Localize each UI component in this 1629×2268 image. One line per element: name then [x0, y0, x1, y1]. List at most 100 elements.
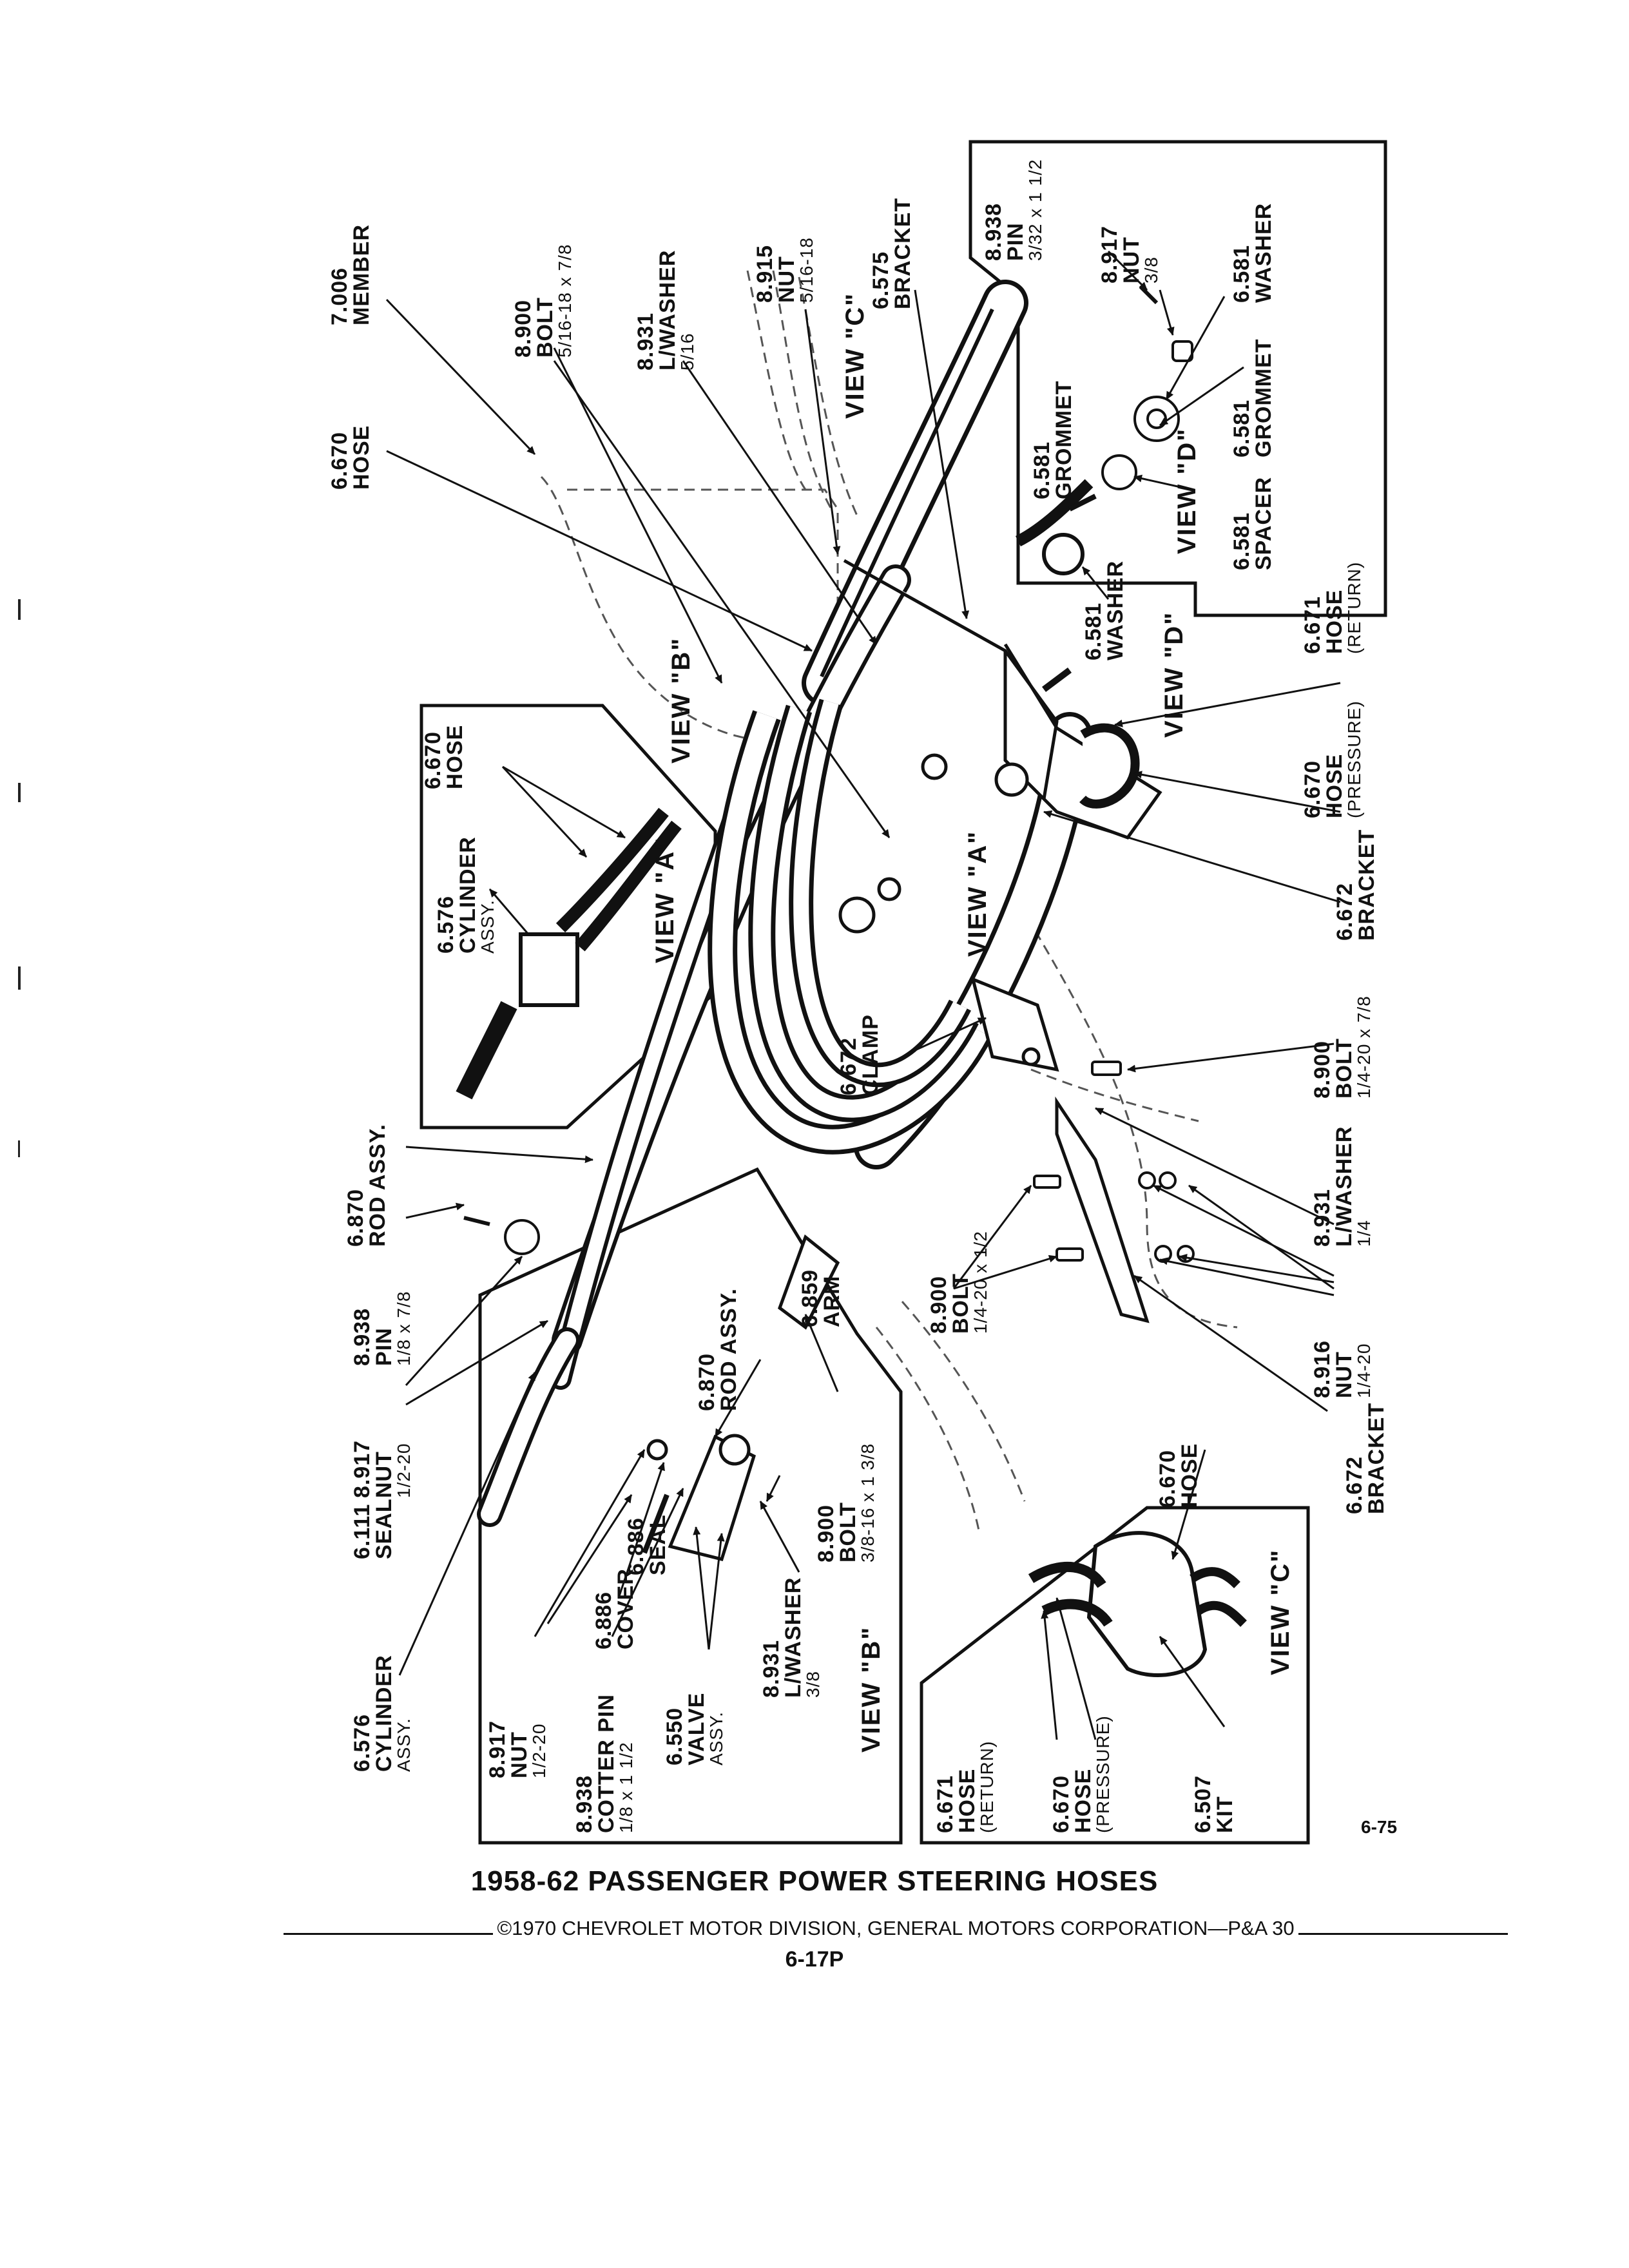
callout-number: 6.581 — [1081, 602, 1106, 660]
callout-size: 5/16-18 x 7/8 — [555, 244, 575, 358]
callout-size: 1/4 — [1354, 1220, 1374, 1247]
callout-number: 6.870 — [343, 1188, 368, 1247]
callout-number: 8.931 — [1310, 1188, 1335, 1247]
callout-number: 6.550 — [662, 1707, 687, 1765]
view-b-parts — [642, 1234, 840, 1561]
callout-size: 1/2-20 — [394, 1443, 414, 1498]
callout-number: 6.870 — [695, 1352, 719, 1411]
callout-number: 8.938 — [981, 202, 1006, 261]
callout-name: HOSE — [1322, 753, 1347, 818]
callout-name: HOSE — [1177, 1443, 1202, 1508]
callout-kit: 6.507 KIT — [1191, 1774, 1237, 1833]
copyright-text: ©1970 CHEVROLET MOTOR DIVISION, GENERAL … — [497, 1917, 1295, 1939]
view-d-parts — [1015, 479, 1097, 575]
callout-name: PIN — [1003, 222, 1028, 261]
callout-hose-pressure-view-c: 6.670 HOSE (PRESSURE) — [1049, 1715, 1113, 1833]
view-d-frame — [969, 140, 1387, 617]
callout-number: 6.859 — [798, 1269, 822, 1327]
callout-nut-1-2-view-b: 8.917 NUT 1/2-20 — [485, 1720, 549, 1778]
callout-cylinder-main: 6.576 CYLINDER ASSY. — [350, 1655, 414, 1772]
callout-number: 6.670 — [327, 431, 352, 490]
callout-number: 8.917 — [1097, 225, 1122, 284]
callout-name: NUT — [1119, 236, 1144, 284]
callout-nut-1-4: 8.916 NUT 1/4-20 — [1310, 1340, 1374, 1398]
callout-name: BOLT — [949, 1273, 973, 1334]
callout-number: 8.931 — [633, 312, 658, 370]
callout-number: 8.900 — [927, 1275, 951, 1334]
callout-hose-view-c: 6.670 HOSE — [1155, 1443, 1202, 1508]
callout-bolt-5-16: 8.900 BOLT 5/16-18 x 7/8 — [511, 244, 575, 358]
callout-bracket-lower: 6.672 BRACKET — [1342, 1403, 1389, 1514]
callout-name: ROD ASSY. — [717, 1287, 741, 1411]
callout-hose-main: 6.670 HOSE — [327, 425, 374, 490]
callout-lwasher-1-4: 8.931 L/WASHER 1/4 — [1310, 1126, 1374, 1247]
callout-size: 1/2-20 — [529, 1723, 549, 1778]
hose-loops — [708, 698, 993, 1155]
scan-mark — [18, 783, 21, 802]
callout-nut-1-2-main: 8.917 NUT 1/2-20 — [350, 1439, 414, 1498]
callout-hose-view-a: 6.670 HOSE — [421, 725, 467, 789]
footer-rule-left — [284, 1933, 494, 1935]
callout-name: L/WASHER — [781, 1577, 805, 1698]
callout-size: (PRESSURE) — [1344, 700, 1364, 818]
callout-name: SEAL — [372, 1498, 396, 1559]
callout-hose-return-view-c: 6.671 HOSE (RETURN) — [933, 1741, 997, 1833]
callout-number: 6.111 — [350, 1503, 374, 1559]
callout-name: KIT — [1213, 1796, 1237, 1833]
callout-name: SPACER — [1251, 476, 1276, 570]
page-number: 6-17P — [785, 1947, 844, 1972]
fasteners — [463, 285, 1195, 1263]
callout-name: ARM — [820, 1275, 844, 1327]
view-label-b: VIEW "B" — [667, 637, 695, 764]
callout-nut-d: 8.917 NUT 3/8 — [1097, 225, 1161, 284]
view-label-d-inset: VIEW "D" — [1173, 427, 1201, 554]
callout-number: 8.916 — [1310, 1340, 1335, 1398]
callout-washer-d-top: 6.581 WASHER — [1229, 203, 1276, 303]
callout-nut-5-16: 8.915 NUT 5/16-18 — [753, 237, 816, 303]
scan-mark — [18, 599, 21, 620]
body-outline — [540, 270, 1238, 1534]
callout-number: 6.672 — [836, 1037, 861, 1095]
callout-name: ROD ASSY. — [365, 1123, 390, 1247]
callout-name: SEAL — [646, 1514, 670, 1575]
callout-number: 8.938 — [350, 1307, 374, 1366]
callout-number: 6.672 — [1342, 1456, 1367, 1514]
leader-lines — [385, 250, 1341, 1740]
callout-name: NUT — [372, 1451, 396, 1498]
callout-hose-return-right: 6.671 HOSE (RETURN) — [1300, 562, 1364, 654]
clamp — [970, 976, 1059, 1072]
callout-bolt-1-4-1-2: 8.900 BOLT 1/4-20 x 1/2 — [927, 1231, 990, 1334]
view-label-b-inset: VIEW "B" — [857, 1626, 885, 1753]
callout-number: 6.672 — [1333, 882, 1357, 941]
callout-number: 6.576 — [434, 895, 458, 954]
callout-name: BRACKET — [891, 197, 915, 309]
footer-rule-right — [1298, 1933, 1508, 1935]
callout-member: 7.006 MEMBER — [327, 224, 374, 325]
view-label-c-inset: VIEW "C" — [1266, 1548, 1295, 1675]
callout-size: ASSY. — [477, 899, 497, 954]
callout-bracket-top: 6.575 BRACKET — [869, 197, 915, 309]
callout-name: HOSE — [349, 425, 374, 490]
callout-rod-assy-main: 6.870 ROD ASSY. — [343, 1123, 390, 1247]
view-label-d: VIEW "D" — [1160, 611, 1188, 738]
copyright-line: ©1970 CHEVROLET MOTOR DIVISION, GENERAL … — [284, 1917, 1508, 1940]
callout-size: 3/8 — [803, 1671, 823, 1698]
view-c-parts — [1028, 1531, 1247, 1677]
callout-size: 3/8-16 x 1 3/8 — [858, 1443, 878, 1562]
callout-number: 6.670 — [1049, 1774, 1074, 1833]
callout-number: 8.900 — [814, 1504, 838, 1562]
scan-mark — [18, 966, 21, 990]
callout-name: COVER — [613, 1568, 638, 1649]
callout-seal-view-b: 6.886 SEAL — [624, 1514, 670, 1575]
callout-name: CYLINDER — [372, 1655, 396, 1772]
lower-bracket — [1055, 1096, 1150, 1323]
view-label-a-inset: VIEW "A" — [651, 836, 679, 963]
callout-name: VALVE — [684, 1692, 709, 1765]
callout-name: NUT — [775, 256, 799, 303]
view-label-c: VIEW "C" — [841, 292, 869, 419]
callout-size: 1/4-20 x 7/8 — [1354, 995, 1374, 1099]
callout-number: 6.507 — [1191, 1774, 1215, 1833]
callout-number: 8.917 — [350, 1439, 374, 1498]
